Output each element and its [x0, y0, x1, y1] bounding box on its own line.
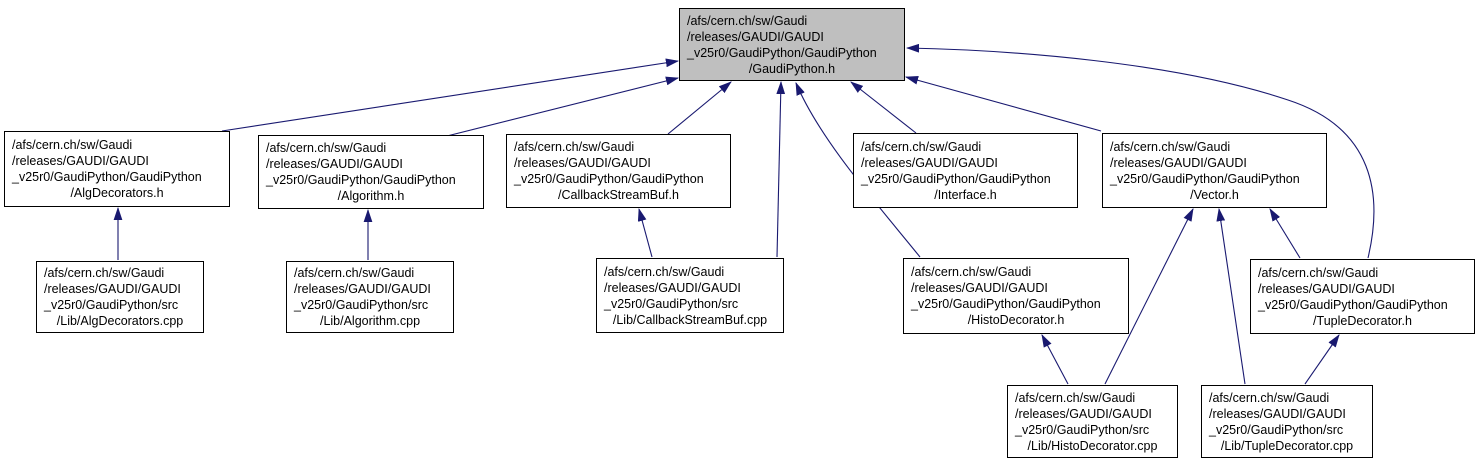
edge-tupledecorator-h-to-gaudipython-h: [905, 43, 1375, 259]
node-label-line: _v25r0/GaudiPython/src: [1015, 422, 1150, 437]
node-label-line: /releases/GAUDI/GAUDI: [12, 154, 149, 168]
node-tupledecorator-cpp[interactable]: /afs/cern.ch/sw/Gaudi /releases/GAUDI/GA…: [1201, 385, 1373, 458]
node-label-line: /afs/cern.ch/sw/Gaudi: [266, 141, 387, 155]
edge-vector-h-to-gaudipython-h: [904, 75, 1102, 132]
node-label-line: /afs/cern.ch/sw/Gaudi: [1209, 390, 1330, 405]
node-label-line: /releases/GAUDI/GAUDI: [1258, 281, 1395, 296]
node-label-line: _v25r0/GaudiPython/GaudiPython: [1110, 171, 1300, 186]
node-label-line: /Vector.h: [1190, 187, 1239, 202]
node-algdecorators-cpp[interactable]: /afs/cern.ch/sw/Gaudi /releases/GAUDI/GA…: [36, 261, 204, 333]
node-label-line: /Interface.h: [934, 187, 997, 202]
node-label-line: _v25r0/GaudiPython/src: [604, 296, 739, 311]
node-label-line: /Lib/Algorithm.cpp: [319, 314, 421, 328]
edge-tupledecorator-cpp-to-tupledecorator-h: [1304, 334, 1340, 385]
node-label-line: /Lib/CallbackStreamBuf.cpp: [612, 312, 768, 327]
node-label-line: /releases/GAUDI/GAUDI: [861, 155, 998, 170]
node-label-line: /HistoDecorator.h: [967, 313, 1065, 327]
node-label-line: /afs/cern.ch/sw/Gaudi: [1015, 390, 1136, 405]
node-label-line: /releases/GAUDI/GAUDI: [294, 282, 431, 296]
edge-tupledecorator-h-to-vector-h: [1269, 208, 1301, 259]
node-label-line: /releases/GAUDI/GAUDI: [44, 282, 181, 296]
edge-tupledecorator-cpp-to-vector-h: [1216, 207, 1246, 385]
node-label-line: /afs/cern.ch/sw/Gaudi: [687, 13, 808, 28]
node-label-line: /Lib/AlgDecorators.cpp: [56, 314, 184, 328]
node-label-line: /afs/cern.ch/sw/Gaudi: [294, 266, 415, 280]
node-interface-h[interactable]: /afs/cern.ch/sw/Gaudi /releases/GAUDI/GA…: [853, 133, 1078, 208]
node-algorithm-h[interactable]: /afs/cern.ch/sw/Gaudi /releases/GAUDI/GA…: [258, 135, 484, 209]
edge-interface-h-to-gaudipython-h: [850, 81, 917, 134]
node-label-line: /TupleDecorator.h: [1313, 313, 1412, 328]
node-label-line: _v25r0/GaudiPython/GaudiPython: [911, 297, 1101, 311]
node-histodecorator-h[interactable]: /afs/cern.ch/sw/Gaudi /releases/GAUDI/GA…: [903, 258, 1129, 334]
edge-histodecorator-cpp-to-vector-h: [1104, 208, 1194, 385]
node-callbackstreambuf-cpp[interactable]: /afs/cern.ch/sw/Gaudi /releases/GAUDI/GA…: [596, 258, 784, 333]
node-label-line: _v25r0/GaudiPython/GaudiPython: [514, 172, 704, 186]
node-label-line: /releases/GAUDI/GAUDI: [1015, 406, 1152, 421]
node-label-line: /afs/cern.ch/sw/Gaudi: [1258, 265, 1379, 280]
node-algdecorators-h[interactable]: /afs/cern.ch/sw/Gaudi /releases/GAUDI/GA…: [4, 131, 230, 207]
node-histodecorator-cpp[interactable]: /afs/cern.ch/sw/Gaudi /releases/GAUDI/GA…: [1007, 385, 1178, 458]
node-label-line: /releases/GAUDI/GAUDI: [1110, 155, 1247, 170]
node-label-line: _v25r0/GaudiPython/GaudiPython: [1258, 297, 1448, 312]
edge-algdecorators-h-to-gaudipython-h: [221, 58, 680, 132]
node-callbackstreambuf-h[interactable]: /afs/cern.ch/sw/Gaudi /releases/GAUDI/GA…: [506, 134, 731, 208]
node-label-line: /afs/cern.ch/sw/Gaudi: [1110, 139, 1231, 154]
node-gaudipython-h[interactable]: /afs/cern.ch/sw/Gaudi /releases/GAUDI/GA…: [679, 8, 905, 81]
node-label-line: /releases/GAUDI/GAUDI: [266, 157, 403, 171]
edge-callbackstreambuf-cpp-to-gaudipython-h: [776, 80, 786, 258]
node-label-line: /CallbackStreamBuf.h: [558, 188, 679, 202]
edge-histodecorator-h-to-gaudipython-h: [795, 81, 921, 258]
node-label-line: /afs/cern.ch/sw/Gaudi: [604, 264, 725, 279]
node-label-line: _v25r0/GaudiPython/src: [294, 298, 429, 312]
node-tupledecorator-h[interactable]: /afs/cern.ch/sw/Gaudi /releases/GAUDI/GA…: [1250, 259, 1475, 334]
node-label-line: /afs/cern.ch/sw/Gaudi: [911, 265, 1032, 279]
node-label-line: _v25r0/GaudiPython/GaudiPython: [861, 171, 1051, 186]
node-label-line: _v25r0/GaudiPython/src: [44, 298, 179, 312]
node-label-line: _v25r0/GaudiPython/src: [1209, 422, 1344, 437]
node-label-line: /releases/GAUDI/GAUDI: [911, 281, 1048, 295]
node-label-line: /Lib/TupleDecorator.cpp: [1220, 438, 1354, 453]
node-label-line: /releases/GAUDI/GAUDI: [604, 280, 741, 295]
edge-callbackstreambuf-h-to-gaudipython-h: [667, 81, 732, 135]
node-label-line: /AlgDecorators.h: [70, 186, 164, 200]
node-label-line: /releases/GAUDI/GAUDI: [687, 29, 824, 44]
node-label-line: _v25r0/GaudiPython/GaudiPython: [12, 170, 202, 184]
edge-callbackstreambuf-cpp-to-callbackstreambuf-h: [637, 207, 653, 258]
node-label-line: _v25r0/GaudiPython/GaudiPython: [266, 173, 456, 187]
node-label-line: /releases/GAUDI/GAUDI: [1209, 406, 1346, 421]
node-label-line: /afs/cern.ch/sw/Gaudi: [44, 266, 165, 280]
node-label-line: /afs/cern.ch/sw/Gaudi: [12, 138, 133, 152]
node-label-line: /releases/GAUDI/GAUDI: [514, 156, 651, 170]
node-label-line: /afs/cern.ch/sw/Gaudi: [861, 139, 982, 154]
node-vector-h[interactable]: /afs/cern.ch/sw/Gaudi /releases/GAUDI/GA…: [1102, 133, 1327, 208]
node-label-line: _v25r0/GaudiPython/GaudiPython: [687, 45, 877, 60]
edge-algorithm-h-to-gaudipython-h: [446, 76, 680, 137]
node-label-line: /afs/cern.ch/sw/Gaudi: [514, 140, 635, 154]
edge-histodecorator-cpp-to-histodecorator-h: [1041, 334, 1069, 385]
node-label-line: /Lib/HistoDecorator.cpp: [1027, 438, 1158, 453]
node-algorithm-cpp[interactable]: /afs/cern.ch/sw/Gaudi /releases/GAUDI/GA…: [286, 261, 454, 333]
node-label-line: /Algorithm.h: [337, 189, 405, 203]
node-label-line: /GaudiPython.h: [748, 61, 836, 76]
